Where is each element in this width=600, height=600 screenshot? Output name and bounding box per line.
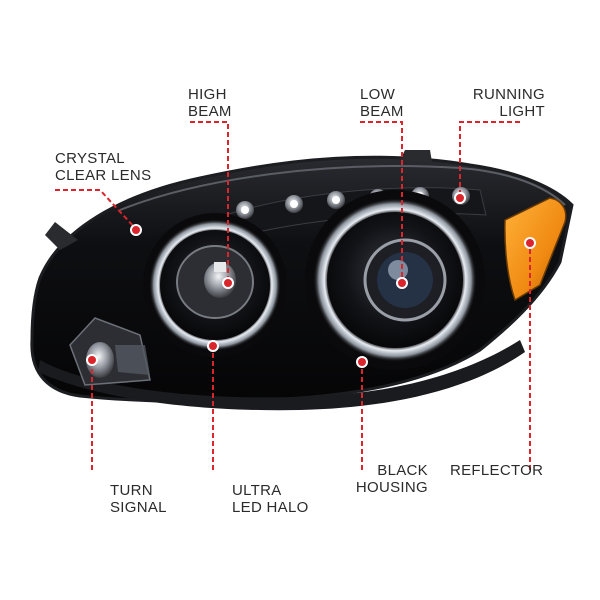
label-ultra-led-halo: ULTRA LED HALO: [232, 482, 309, 516]
led-dot-3: [327, 191, 345, 209]
label-ultra-line2: LED HALO: [232, 499, 309, 516]
low-beam-dot: [396, 277, 408, 289]
label-reflector: REFLECTOR: [450, 462, 543, 479]
running-light-line: [459, 121, 520, 196]
label-ultra-line1: ULTRA: [232, 482, 282, 499]
label-running-light: RUNNING LIGHT: [455, 86, 545, 120]
turn-signal-dot: [86, 354, 98, 366]
label-low-beam: LOW BEAM: [360, 86, 404, 120]
led-dot-2: [285, 195, 303, 213]
high-beam-projector: [143, 213, 287, 357]
high-beam-line: [190, 121, 229, 280]
label-crystal-line2: CLEAR LENS: [55, 167, 152, 184]
label-turn-signal-line2: SIGNAL: [110, 499, 167, 516]
led-dot-1: [236, 201, 254, 219]
label-running-light-line1: RUNNING: [472, 86, 545, 103]
crystal-lens-dot: [130, 224, 142, 236]
reflector-dot: [524, 237, 536, 249]
label-low-beam-line1: LOW: [360, 86, 396, 103]
crystal-lens-line: [55, 189, 136, 229]
label-reflector-line1: REFLECTOR: [450, 462, 544, 479]
low-beam-line: [360, 121, 403, 280]
label-black-housing: BLACK HOUSING: [330, 462, 428, 496]
running-light-dot: [454, 192, 466, 204]
label-high-beam-line2: BEAM: [188, 103, 232, 120]
label-black-housing-line2: HOUSING: [355, 479, 428, 496]
label-turn-signal: TURN SIGNAL: [110, 482, 167, 516]
label-low-beam-line2: BEAM: [360, 103, 404, 120]
label-black-housing-line1: BLACK: [377, 462, 428, 479]
high-beam-dot: [222, 277, 234, 289]
amber-reflector: [504, 197, 567, 302]
low-beam-projector: [305, 190, 485, 370]
label-high-beam: HIGH BEAM: [188, 86, 232, 120]
turn-signal: [69, 317, 151, 386]
label-running-light-line2: LIGHT: [499, 103, 545, 120]
label-crystal-clear-lens: CRYSTAL CLEAR LENS: [55, 150, 151, 184]
callout-dots: [86, 192, 536, 368]
label-turn-signal-line1: TURN: [110, 482, 153, 499]
label-high-beam-line1: HIGH: [188, 86, 227, 103]
ultra-led-halo-dot: [207, 340, 219, 352]
black-housing-dot: [356, 356, 368, 368]
callout-lines: [55, 121, 531, 470]
label-crystal-line1: CRYSTAL: [55, 150, 125, 167]
